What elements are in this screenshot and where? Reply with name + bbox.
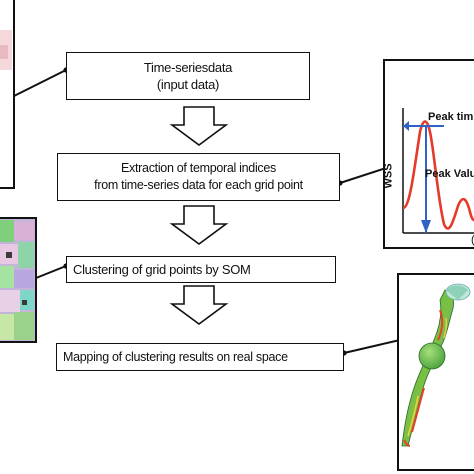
peak-time-label: Peak tim xyxy=(428,111,474,123)
flow-arrow-3 xyxy=(169,285,229,325)
box-time-series-data: Time-seriesdata (input data) xyxy=(66,52,310,100)
box-clustering-som: Clustering of grid points by SOM xyxy=(66,256,336,283)
box-extraction-line1: Extraction of temporal indices xyxy=(121,161,276,175)
flow-arrow-1 xyxy=(169,106,229,146)
peak-value-arrow xyxy=(421,220,431,233)
flow-arrow-2 xyxy=(169,205,229,245)
som-map-panel xyxy=(0,217,37,343)
vessel-aneurysm xyxy=(418,342,446,370)
peak-value-label: Peak Valu xyxy=(425,168,474,180)
box-time-series-line2: (input data) xyxy=(156,77,220,92)
box-extraction-temporal-indices: Extraction of temporal indices from time… xyxy=(57,153,340,201)
wss-curve xyxy=(402,120,474,230)
box-mapping-real-space: Mapping of clustering results on real sp… xyxy=(56,343,344,371)
input-image-panel xyxy=(0,0,15,189)
x-axis-label-fragment: ( xyxy=(471,234,474,246)
box-clustering-line1: Clustering of grid points by SOM xyxy=(73,262,251,277)
wss-axis-label: WSS xyxy=(382,163,395,189)
vessel-render-panel xyxy=(397,273,474,471)
box-extraction-line2: from time-series data for each grid poin… xyxy=(94,178,303,192)
box-time-series-line1: Time-seriesdata xyxy=(143,60,233,75)
wss-inset-chart xyxy=(383,59,474,249)
peak-marker-left xyxy=(403,121,409,131)
connector-lines xyxy=(13,69,401,354)
box-mapping-line1: Mapping of clustering results on real sp… xyxy=(63,349,288,364)
